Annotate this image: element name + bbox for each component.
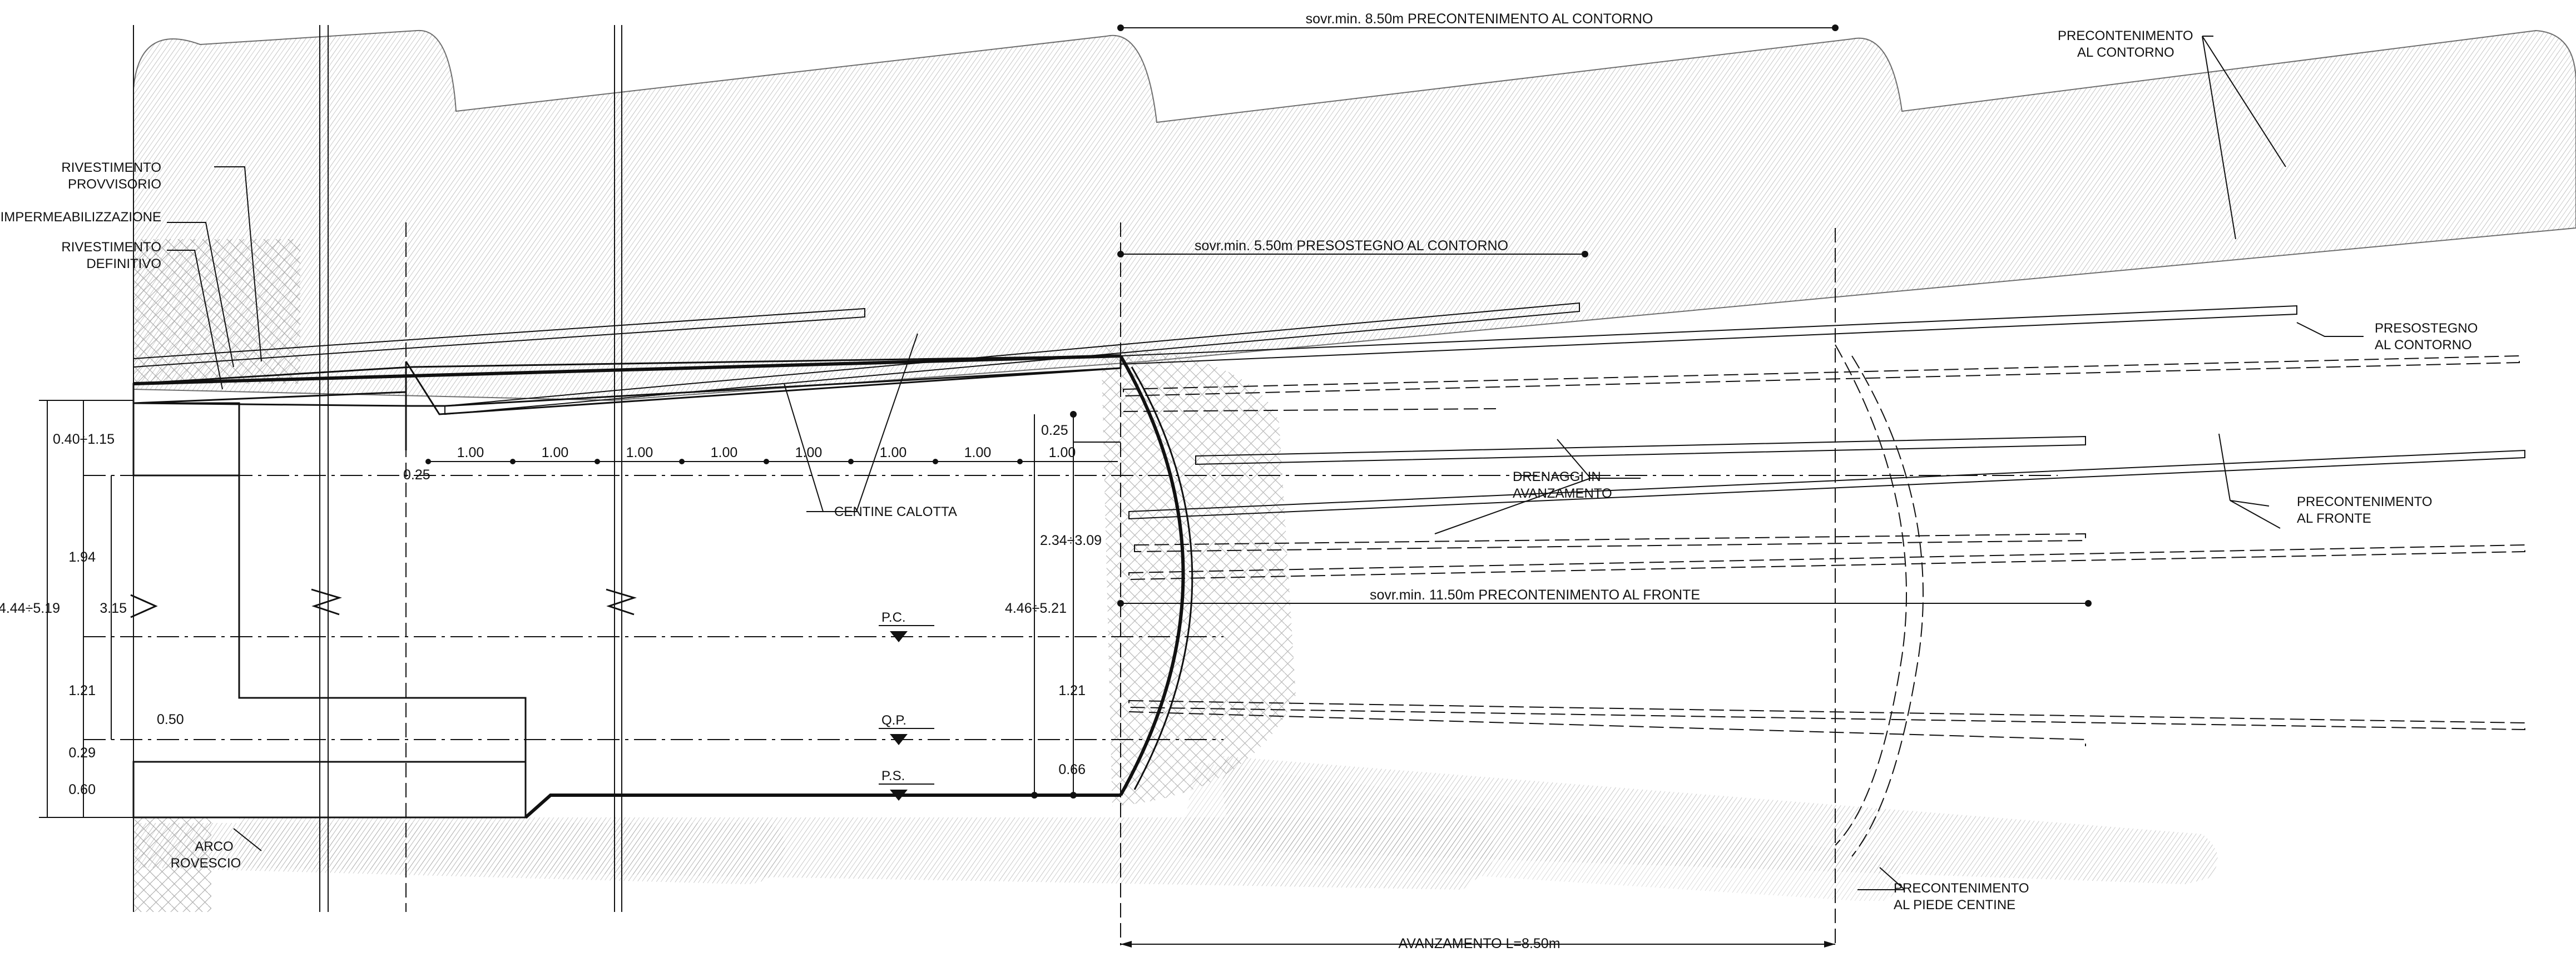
spacing-label: 1.00	[964, 445, 992, 460]
label-rivestimento-provvisorio-2: PROVVISORIO	[68, 177, 161, 192]
precontenimento-piede-bands	[133, 756, 2218, 901]
label-precont-contorno-2: AL CONTORNO	[2077, 45, 2174, 60]
dim-face-upper: 2.34÷3.09	[1040, 533, 1102, 548]
label-precont-piede-1: PRECONTENIMENTO	[1894, 881, 2029, 896]
label-rivestimento-definitivo-1: RIVESTIMENTO	[61, 240, 161, 255]
spacing-label: 1.00	[880, 445, 907, 460]
spacing-label: 1.00	[542, 445, 569, 460]
label-centine-calotta: CENTINE CALOTTA	[834, 504, 957, 519]
label-rivestimento-definitivo-2: DEFINITIVO	[86, 256, 161, 271]
spacing-tick	[679, 459, 685, 464]
spacing-label: 1.00	[711, 445, 738, 460]
dim-fronte: sovr.min. 11.50m PRECONTENIMENTO AL FRON…	[1370, 587, 1700, 603]
level-markers	[879, 625, 934, 801]
dim-face-066: 0.66	[1058, 762, 1086, 777]
label-ps: P.S.	[881, 768, 905, 784]
dimension-texts: sovr.min. 8.50m PRECONTENIMENTO AL CONTO…	[0, 11, 1700, 951]
spacing-labels: 1.00 1.00 1.00 1.00 1.00 1.00 1.00 1.00	[425, 445, 1076, 464]
label-presostegno-1: PRESOSTEGNO	[2375, 321, 2478, 336]
leader-lines	[167, 36, 2364, 890]
label-qp: Q.P.	[881, 713, 906, 728]
dim-left-050: 0.50	[157, 712, 184, 727]
dim-left-315: 3.15	[100, 601, 127, 616]
dim-025-right: 0.25	[1041, 423, 1068, 438]
spacing-tick	[1017, 459, 1023, 464]
dim-avanzamento: AVANZAMENTO L=8.50m	[1398, 936, 1560, 951]
spacing-tick	[933, 459, 938, 464]
label-precont-fronte-1: PRECONTENIMENTO	[2297, 494, 2433, 509]
label-arco-rovescio-1: ARCO	[195, 839, 233, 854]
tunnel-profile	[132, 354, 1193, 819]
dim-presostegno: sovr.min. 5.50m PRESOSTEGNO AL CONTORNO	[1195, 238, 1508, 254]
label-drenaggi-1: DRENAGGI IN	[1513, 469, 1601, 484]
spacing-label: 1.00	[626, 445, 653, 460]
spacing-label: 1.00	[457, 445, 484, 460]
dim-face-121: 1.21	[1058, 683, 1086, 698]
labels: RIVESTIMENTO PROVVISORIO IMPERMEABILIZZA…	[1, 28, 2478, 913]
label-impermeabilizzazione: IMPERMEABILIZZAZIONE	[1, 210, 161, 225]
label-precont-piede-2: AL PIEDE CENTINE	[1894, 897, 2015, 913]
reinforcement-tubes	[133, 302, 2525, 857]
spacing-tick	[764, 459, 769, 464]
dim-left-top: 0.40÷1.15	[53, 432, 115, 447]
precontenimento-contorno-bands	[133, 29, 2576, 401]
axis-lines	[83, 25, 2058, 945]
dim-left-029: 0.29	[68, 745, 96, 761]
label-drenaggi-2: AVANZAMENTO	[1513, 486, 1612, 501]
spacing-tick	[510, 459, 516, 464]
dim-left-total: 4.44÷5.19	[0, 601, 60, 616]
spacing-tick	[848, 459, 854, 464]
dim-left-121: 1.21	[68, 683, 96, 698]
label-precont-contorno-1: PRECONTENIMENTO	[2058, 28, 2193, 43]
label-rivestimento-provvisorio-1: RIVESTIMENTO	[61, 160, 161, 175]
spacing-tick	[595, 459, 600, 464]
spacing-label: 1.00	[795, 445, 823, 460]
dim-left-060: 0.60	[68, 782, 96, 797]
dim-left-194: 1.94	[68, 549, 96, 565]
spacing-label: 1.00	[1049, 445, 1076, 460]
dimension-lines	[39, 24, 2092, 948]
label-arco-rovescio-2: ROVESCIO	[171, 856, 241, 871]
label-presostegno-2: AL CONTORNO	[2375, 338, 2472, 353]
dim-025-left: 0.25	[403, 467, 430, 483]
spacing-tick	[425, 459, 431, 464]
dim-face-total: 4.46÷5.21	[1005, 601, 1067, 616]
dim-top-precont: sovr.min. 8.50m PRECONTENIMENTO AL CONTO…	[1306, 11, 1653, 27]
label-precont-fronte-2: AL FRONTE	[2297, 511, 2371, 526]
label-pc: P.C.	[881, 610, 906, 625]
